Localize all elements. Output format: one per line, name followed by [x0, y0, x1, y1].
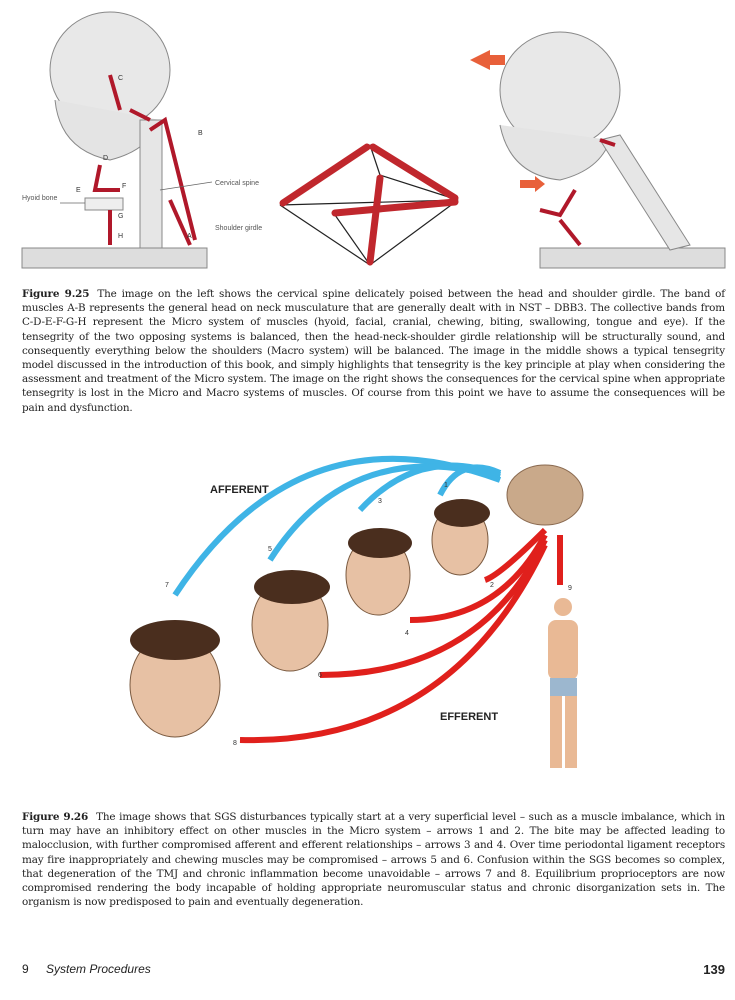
label-cervical-spine: Cervical spine	[215, 180, 259, 187]
svg-text:6: 6	[318, 672, 322, 679]
svg-text:3: 3	[378, 498, 382, 505]
chapter-number: 9	[22, 962, 29, 976]
svg-text:F: F	[122, 183, 126, 190]
label-hyoid-bone: Hyoid bone	[22, 195, 58, 202]
figure-9-26-illustration: AFFERENT EFFERENT 1 2 3 4 5 6 7 8 9	[129, 455, 584, 768]
figure-9-25-illustration: Hyoid bone Cervical spine Shoulder girdl…	[21, 11, 726, 269]
svg-text:1: 1	[444, 482, 448, 489]
svg-text:G: G	[118, 213, 123, 220]
svg-text:8: 8	[233, 740, 237, 747]
arrow-left-icon	[470, 50, 505, 70]
caption-text: The image shows that SGS disturbances ty…	[22, 811, 726, 909]
efferent-label: EFFERENT	[440, 711, 498, 723]
svg-text:H: H	[118, 233, 123, 240]
svg-text:C: C	[118, 75, 123, 82]
caption-text: The image on the left shows the cervical…	[22, 288, 725, 414]
hair	[130, 499, 490, 660]
caption-label: Figure 9.26	[22, 811, 89, 823]
arrow-right-icon	[520, 176, 545, 192]
svg-text:A: A	[187, 233, 192, 240]
svg-text:7: 7	[165, 582, 169, 589]
page-number: 139	[703, 962, 725, 977]
body-figure	[548, 598, 578, 768]
svg-text:2: 2	[490, 582, 494, 589]
brain-icon	[506, 464, 584, 526]
afferent-label: AFFERENT	[210, 484, 269, 496]
skull-spine-right	[470, 31, 726, 269]
svg-text:D: D	[103, 155, 108, 162]
svg-text:9: 9	[568, 585, 572, 592]
page-footer: 9 System Procedures 139	[22, 962, 725, 977]
svg-text:E: E	[76, 187, 81, 194]
skull-spine-left: Hyoid bone Cervical spine Shoulder girdl…	[21, 11, 262, 269]
section-title: System Procedures	[46, 962, 151, 976]
afferent-arrows	[172, 455, 502, 597]
label-shoulder-girdle: Shoulder girdle	[215, 225, 262, 232]
caption-label: Figure 9.25	[22, 288, 90, 300]
svg-text:5: 5	[268, 546, 272, 553]
tensegrity-model	[279, 143, 459, 266]
svg-text:B: B	[198, 130, 203, 137]
svg-text:4: 4	[405, 630, 409, 637]
efferent-arrows	[239, 527, 563, 744]
